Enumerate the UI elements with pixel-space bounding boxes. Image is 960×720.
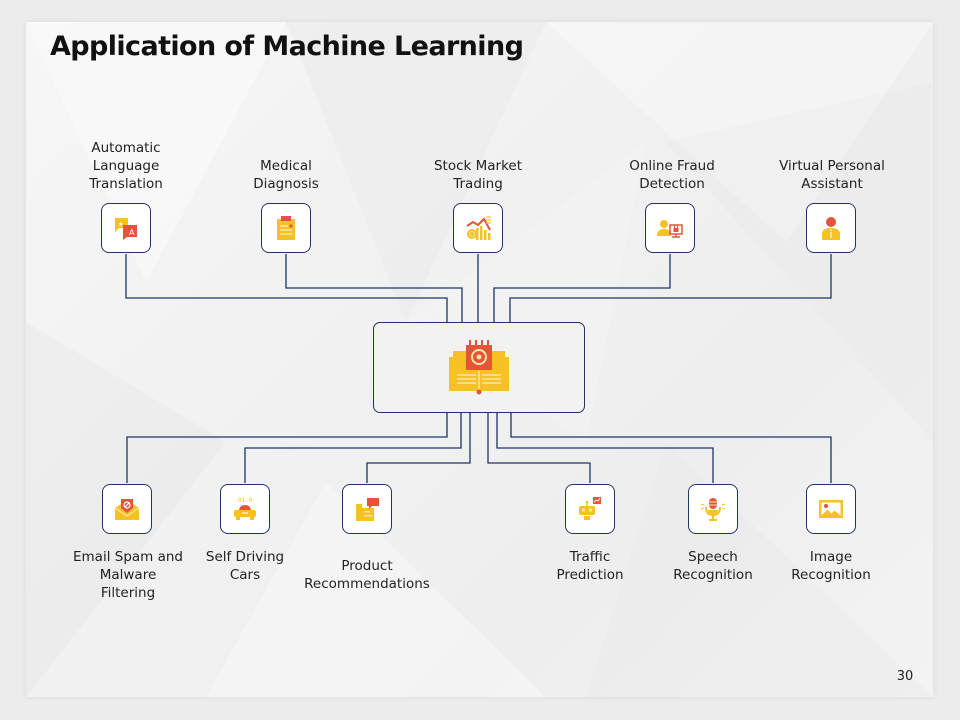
machine-learning-book-chip-icon (449, 339, 509, 394)
svg-text:A: A (129, 228, 135, 237)
bottom-node-6-label: Image Recognition (791, 549, 871, 583)
node-medical-diagnosis[interactable] (261, 203, 311, 253)
traffic-robot-icon (579, 497, 601, 520)
bottom-node-2-label: Self Driving Cars (205, 549, 285, 583)
node-stock-market-trading[interactable] (453, 203, 503, 253)
personal-assistant-icon (822, 217, 840, 240)
node-virtual-personal-assistant[interactable] (806, 203, 856, 253)
top-node-5-label: Virtual Personal Assistant (779, 158, 885, 192)
node-speech-recognition[interactable] (688, 484, 738, 534)
svg-text:01:0: 01:0 (238, 497, 253, 504)
svg-text:★: ★ (118, 221, 123, 228)
page-title: Application of Machine Learning (50, 31, 524, 62)
translation-icon: A ★ (115, 218, 137, 240)
node-online-fraud-detection[interactable] (645, 203, 695, 253)
top-node-4-label: Online Fraud Detection (629, 158, 715, 192)
bottom-node-3-label: Product Recommendations (304, 558, 430, 592)
email-spam-icon (114, 499, 140, 520)
top-node-2-label: Medical Diagnosis (253, 158, 319, 192)
machine-learning-hub (373, 322, 585, 413)
page-number: 30 (896, 669, 914, 684)
node-image-recognition[interactable] (806, 484, 856, 534)
bottom-node-5-label: Speech Recognition (673, 549, 753, 583)
clipboard-icon (277, 216, 295, 240)
product-recommendation-icon (356, 498, 379, 521)
bottom-node-1-label: Email Spam and Malware Filtering (73, 549, 183, 601)
node-email-spam-malware-filtering[interactable] (102, 484, 152, 534)
self-driving-car-icon: 01:0 (234, 497, 256, 520)
node-product-recommendations[interactable] (342, 484, 392, 534)
microphone-icon (700, 498, 726, 521)
stock-chart-icon (466, 216, 491, 240)
top-node-1-label: Automatic Language Translation (89, 140, 163, 192)
bottom-node-4-label: Traffic Prediction (556, 549, 624, 583)
image-icon (819, 500, 843, 518)
top-node-3-label: Stock Market Trading (433, 158, 523, 192)
node-self-driving-cars[interactable]: 01:0 (220, 484, 270, 534)
node-traffic-prediction[interactable] (565, 484, 615, 534)
fraud-detection-icon (657, 220, 683, 238)
node-automatic-language-translation[interactable]: A ★ (101, 203, 151, 253)
